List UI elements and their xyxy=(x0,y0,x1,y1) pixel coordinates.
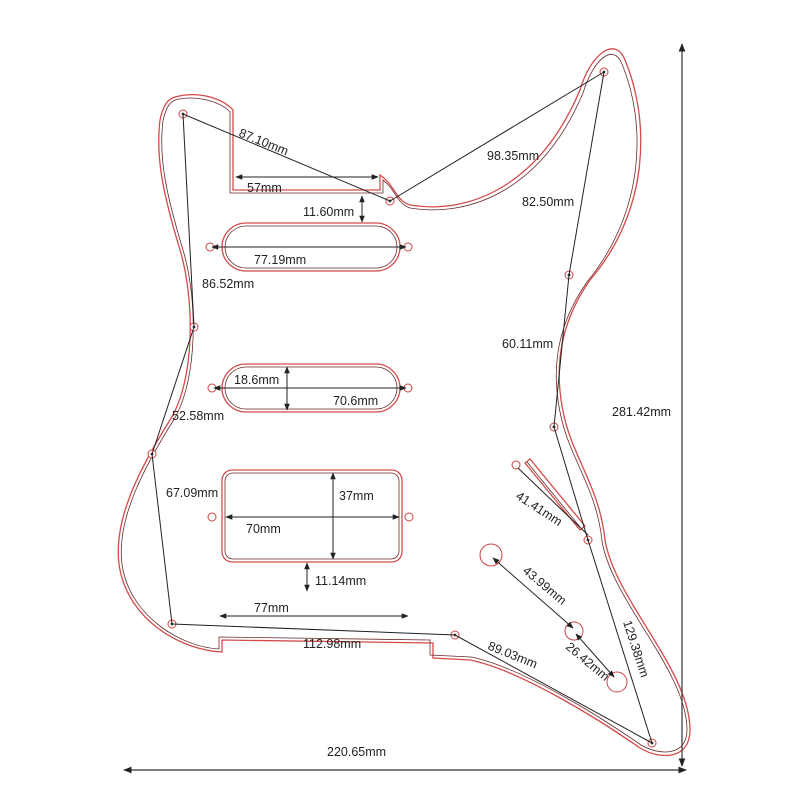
label-82-50: 82.50mm xyxy=(522,195,574,209)
label-11-14: 11.14mm xyxy=(315,574,366,588)
label-70: 70mm xyxy=(246,522,281,536)
label-37: 37mm xyxy=(339,489,374,503)
switch-slot xyxy=(524,458,586,531)
label-18-6: 18.6mm xyxy=(234,373,279,387)
label-26-42: 26.42mm xyxy=(563,640,612,684)
label-11-60: 11.60mm xyxy=(303,205,354,219)
dimension-lines xyxy=(123,43,687,774)
label-112-98: 112.98mm xyxy=(303,637,361,651)
label-87-10: 87.10mm xyxy=(237,126,291,159)
pickguard-outline xyxy=(117,48,691,757)
dimension-labels: 87.10mm 98.35mm 57mm 11.60mm 82.50mm 77.… xyxy=(166,126,671,759)
bridge-humbucker-cutout xyxy=(221,469,403,563)
label-41-41: 41.41mm xyxy=(513,489,564,529)
label-60-11: 60.11mm xyxy=(502,337,553,351)
label-220-65: 220.65mm xyxy=(327,745,386,759)
label-52-58: 52.58mm xyxy=(172,409,224,423)
label-43-99: 43.99mm xyxy=(520,564,569,608)
label-281-42: 281.42mm xyxy=(612,405,671,419)
label-70-6: 70.6mm xyxy=(333,394,378,408)
label-98-35: 98.35mm xyxy=(487,149,539,163)
label-57: 57mm xyxy=(247,181,282,195)
label-86-52: 86.52mm xyxy=(202,277,254,291)
label-67-09: 67.09mm xyxy=(166,486,218,500)
label-77: 77mm xyxy=(254,601,289,615)
label-77-19: 77.19mm xyxy=(254,253,306,267)
